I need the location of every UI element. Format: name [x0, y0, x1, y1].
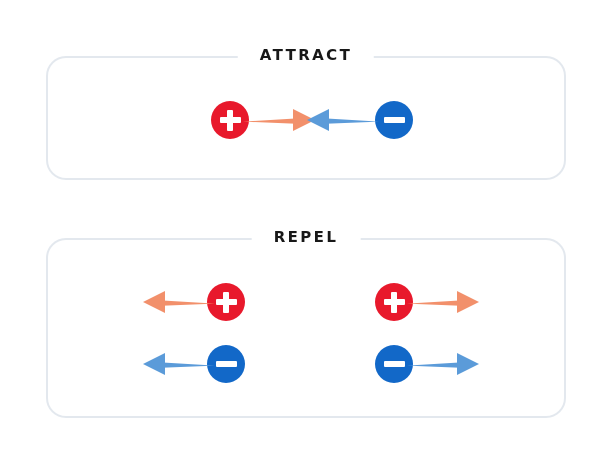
plus-glyph [390, 291, 398, 313]
attract-card-legend: ATTRACT [237, 46, 375, 64]
repel-positive-charge-left [207, 283, 245, 321]
repel-card-legend: REPEL [251, 228, 361, 246]
minus-glyph [215, 360, 237, 368]
repel-title: REPEL [273, 228, 339, 246]
attract-title: ATTRACT [259, 46, 353, 64]
arrow-left-icon [143, 353, 215, 375]
minus-glyph [383, 116, 405, 124]
arrow-left-icon [307, 109, 379, 131]
plus-glyph [222, 291, 230, 313]
minus-glyph [383, 360, 405, 368]
arrow-left-icon [143, 291, 215, 313]
arrow-right-icon [407, 353, 479, 375]
attract-negative-charge [375, 101, 413, 139]
plus-glyph [226, 109, 234, 131]
repel-card: REPEL [46, 229, 566, 418]
repel-negative-charge-right [375, 345, 413, 383]
arrow-right-icon [407, 291, 479, 313]
repel-positive-charge-right [375, 283, 413, 321]
attract-card: ATTRACT [46, 47, 566, 180]
attract-positive-charge [211, 101, 249, 139]
arrow-right-icon [243, 109, 315, 131]
repel-negative-charge-left [207, 345, 245, 383]
